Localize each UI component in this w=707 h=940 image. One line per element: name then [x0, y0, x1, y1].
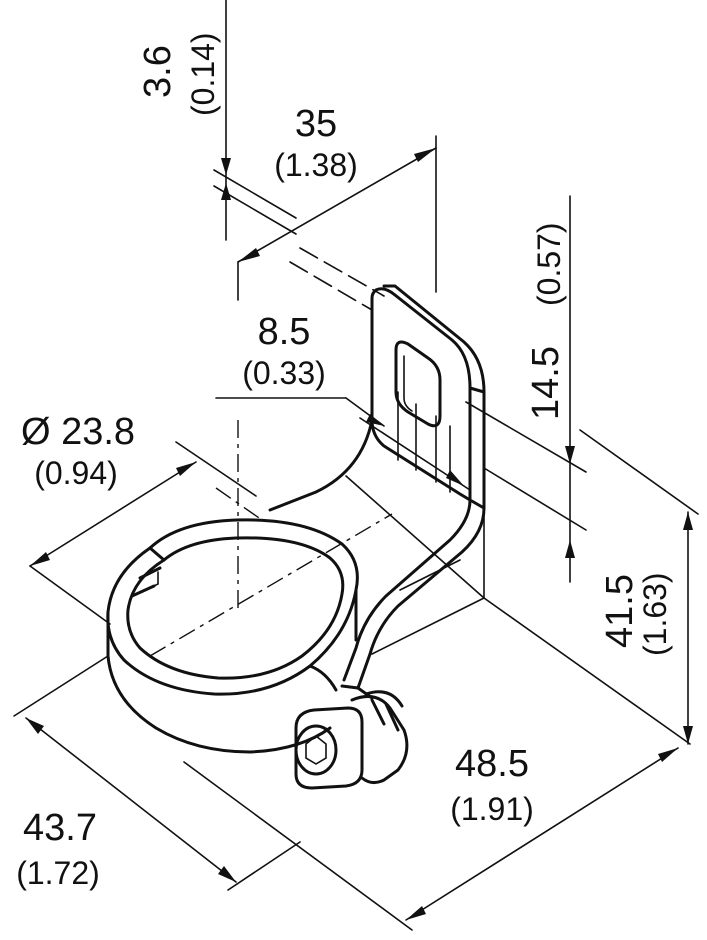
dimension-lines [13, 0, 699, 931]
dim-diameter-inch: (0.94) [34, 455, 118, 491]
dim-35-value: 35 [295, 103, 337, 145]
dim-3-6-value: 3.6 [137, 45, 179, 98]
dimension-labels: 3.6 (0.14) 35 (1.38) 8.5 (0.33) 14.5 (0.… [16, 32, 673, 891]
dim-14-5-inch: (0.57) [531, 222, 567, 306]
dim-3-6-inch: (0.14) [185, 32, 221, 116]
dim-8-5-inch: (0.33) [242, 355, 326, 391]
dim-41-5-inch: (1.63) [637, 572, 673, 656]
dim-35-inch: (1.38) [274, 147, 358, 183]
dim-43-7-inch: (1.72) [16, 855, 100, 891]
dim-48-5-inch: (1.91) [450, 791, 534, 827]
dim-diameter-value: Ø 23.8 [21, 411, 135, 453]
construction-lines [149, 169, 691, 745]
dim-48-5-value: 48.5 [455, 743, 529, 785]
dim-8-5-value: 8.5 [258, 311, 311, 353]
dim-43-7-value: 43.7 [23, 807, 97, 849]
dim-41-5-value: 41.5 [599, 574, 641, 648]
dim-14-5-value: 14.5 [525, 346, 567, 420]
screw [294, 684, 409, 790]
bracket-outline [106, 284, 486, 790]
